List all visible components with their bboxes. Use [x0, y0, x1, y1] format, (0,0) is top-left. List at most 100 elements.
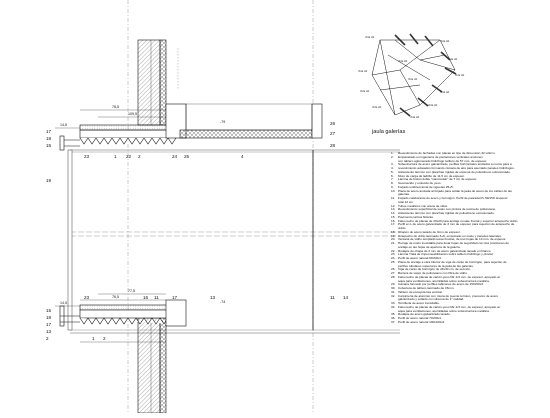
legend-item-number: 32. [391, 294, 396, 298]
legend-item: total 12 cm. [391, 201, 543, 205]
legend-item-text: Antepecho de vidrio laminado 6+6, empotr… [398, 234, 502, 238]
legend-item: 29.Cámara formado por perfiles tabicones… [391, 283, 543, 287]
wall-upper [137, 39, 167, 126]
section-drawing [55, 0, 400, 414]
legend-item: 14.Aislamiento térmico con planchas rígi… [391, 212, 543, 216]
legend-item: perfiles tubulares superiores de la jaul… [391, 265, 543, 269]
legend-item-text: Lámina Tratá de impermeabilización sobre… [398, 253, 494, 257]
dimensions [55, 109, 166, 343]
legend-item: 33.Tornilleria de acero inoxidable. [391, 302, 543, 306]
legend-item-text: Falso techo de placas de cartón-yeso fib… [398, 275, 500, 279]
legend-item-text: galerías. [398, 193, 410, 197]
legend-item-text: Pavimento tarima flotante. [398, 215, 434, 219]
callout: 15 [46, 308, 52, 313]
callouts: 17 18 15 23 1 22 2 24 25 4 26 27 28 19 2… [46, 121, 349, 341]
legend-item-number: 5. [391, 170, 394, 174]
legend-item: 8.Guarnecido y enlucido de yeso. [391, 182, 543, 186]
legend-item: 10.Placa de acero anclada al forjado par… [391, 190, 543, 194]
legend-item: anclaje en las hojas de apertura de la g… [391, 246, 543, 250]
legend-item-number: 8. [391, 182, 394, 185]
inset-title: jaula galerías [371, 129, 405, 135]
legend-item-text: Revestimiento superficial de suelo con p… [398, 208, 497, 212]
legend-item-number: 23. [391, 253, 396, 257]
inset-labels: Vida útil Vida útil Vida útil Vida útil … [358, 35, 465, 119]
legend-item: galvanizado y sellado con silicona de 1º… [391, 298, 543, 302]
legend-item-text: Perfil de acero natural 100x100x4. [398, 320, 446, 324]
legend-item: 36.Perfil de acero natural 70x50x4. [391, 317, 543, 321]
legend-item: 22.Rodapie de chapa de 3 mm de acero gal… [391, 250, 543, 254]
dim-lower-1: 76,5 [112, 295, 119, 299]
inset-label: Vida útil [440, 39, 450, 43]
legend-item: 13.Revestimiento superficial de suelo co… [391, 208, 543, 212]
legend-item-text: Rodapie de acero galvanizado lacado. [398, 313, 451, 317]
legend-item-number: 29. [391, 283, 396, 287]
legend-item: 18.Chapón de acero lacado de 3mm de espe… [391, 231, 543, 235]
callout: 17 [46, 129, 52, 134]
legend-item: 1. Revestimiento de fachadas con placas e… [391, 152, 543, 156]
legend-item: aqua para ventilaciones, atornilladas so… [391, 310, 543, 314]
legend-item: 24.Perfil de acero natural 60x60x4. [391, 257, 543, 261]
legend-item-number: 20. [391, 238, 396, 242]
inset-label: Vida útil [408, 77, 418, 81]
legend-item: 20.Ventana de vidrio templado tessel buc… [391, 238, 543, 242]
callout: 2 [103, 336, 106, 341]
callout: 2 [138, 154, 141, 159]
legend-item-text: aqua para ventilaciones, atornilladas so… [398, 309, 490, 313]
legend-item-text: vidrio. [398, 227, 407, 230]
legend-item: 9.Forjado unidireccional de viguetas 25+… [391, 186, 543, 190]
legend-item-text: Carpintería de aluminio con rotura de pu… [398, 294, 499, 298]
legend-item-text: Cámara formado por perfiles tabicones de… [398, 283, 484, 287]
legend-item-text: Revestimiento de fachadas con placas en … [398, 152, 496, 155]
legend-item-number: 4. [391, 167, 394, 170]
legend-item-text: Tornilleria de acero inoxidable. [398, 302, 440, 305]
callout: 13 [210, 295, 216, 300]
inset-label: Vida útil [365, 35, 375, 39]
legend-item: 12.Tubos metálicos con arena de sílice. [391, 205, 543, 209]
callout: 1 [114, 154, 117, 159]
callout: 1 [92, 336, 95, 341]
callout: 27 [330, 131, 336, 136]
legend-item-text: Tubos metálicos con arena de sílice. [398, 204, 449, 208]
legend-item-text: con tablero aglomerado hidrófugo tarifer… [398, 159, 488, 163]
legend-item-number: 14. [391, 212, 396, 215]
legend-item-number: 15. [391, 215, 396, 219]
legend-item-text: Subestructura de acero galvanizado, perf… [398, 163, 512, 167]
slab-lower-ref: -74 [220, 300, 225, 304]
legend-item-text: aqua para ventilaciones, atornilladas so… [398, 279, 490, 283]
legend-item-text: total 12 cm. [398, 200, 414, 204]
legend-item-text: Placa de anclaje a cara inferior de viga… [398, 260, 507, 264]
slab-upper [59, 103, 323, 151]
callout: 17 [172, 295, 178, 300]
legend-item-text: perfiles tubulares superiores de la jaul… [398, 264, 474, 268]
legend-item-text: Aislamiento térmico con planchas rígidas… [398, 212, 495, 215]
legend-item-text: Viga de canto de hormigón de 24x30 cm. d… [398, 268, 471, 272]
legend-item-number: 33. [391, 302, 396, 305]
legend-item-text: Perfil de acero natural 60x60x4. [398, 257, 442, 260]
legend-item-number: 35. [391, 313, 396, 317]
inset-label: Vida útil [448, 57, 458, 61]
legend-item-text: Perfil en L de acero galvanizado de 3 mm… [398, 223, 515, 227]
legend-item-text: Falso techo de placas de cartón-yeso fib… [398, 305, 500, 309]
dim-lower-2: 77,5 [128, 289, 135, 293]
legend-item-number: 36. [391, 317, 396, 320]
inset-cage-diagram [371, 33, 457, 117]
legend-item-text: Cobertura de tablero laminado de 15mm. [398, 287, 455, 290]
dim-upper-1: 76,5 [112, 105, 119, 109]
callout: 2 [46, 336, 49, 341]
callout: 26 [330, 121, 336, 126]
legend-item: 25.Placa de anclaje a cara inferior de v… [391, 261, 543, 265]
legend-item-number: 24. [391, 257, 396, 260]
legend-item-number: 1. [391, 152, 394, 155]
legend-item-text: Forjado colaborante de acero y hormigón.… [398, 197, 508, 200]
callout: 22 [126, 154, 132, 159]
legend-item: 2.Empanelado en ingeniería de piezacione… [391, 156, 543, 160]
legend-item: 26.Viga de canto de hormigón de 24x30 cm… [391, 268, 543, 272]
legend-item-text: Lámina de fusión doble "maxmodeir" de 7 … [398, 178, 478, 182]
legend-item-number: 37. [391, 320, 396, 324]
callout: 24 [172, 154, 178, 159]
legend-item: 34.Falso techo de placas de cartón-yeso … [391, 306, 543, 310]
callout: 16 [143, 295, 149, 300]
legend-item-number: 10. [391, 189, 396, 193]
legend-item-number: 30. [391, 287, 396, 290]
legend-item-number: 13. [391, 208, 396, 212]
